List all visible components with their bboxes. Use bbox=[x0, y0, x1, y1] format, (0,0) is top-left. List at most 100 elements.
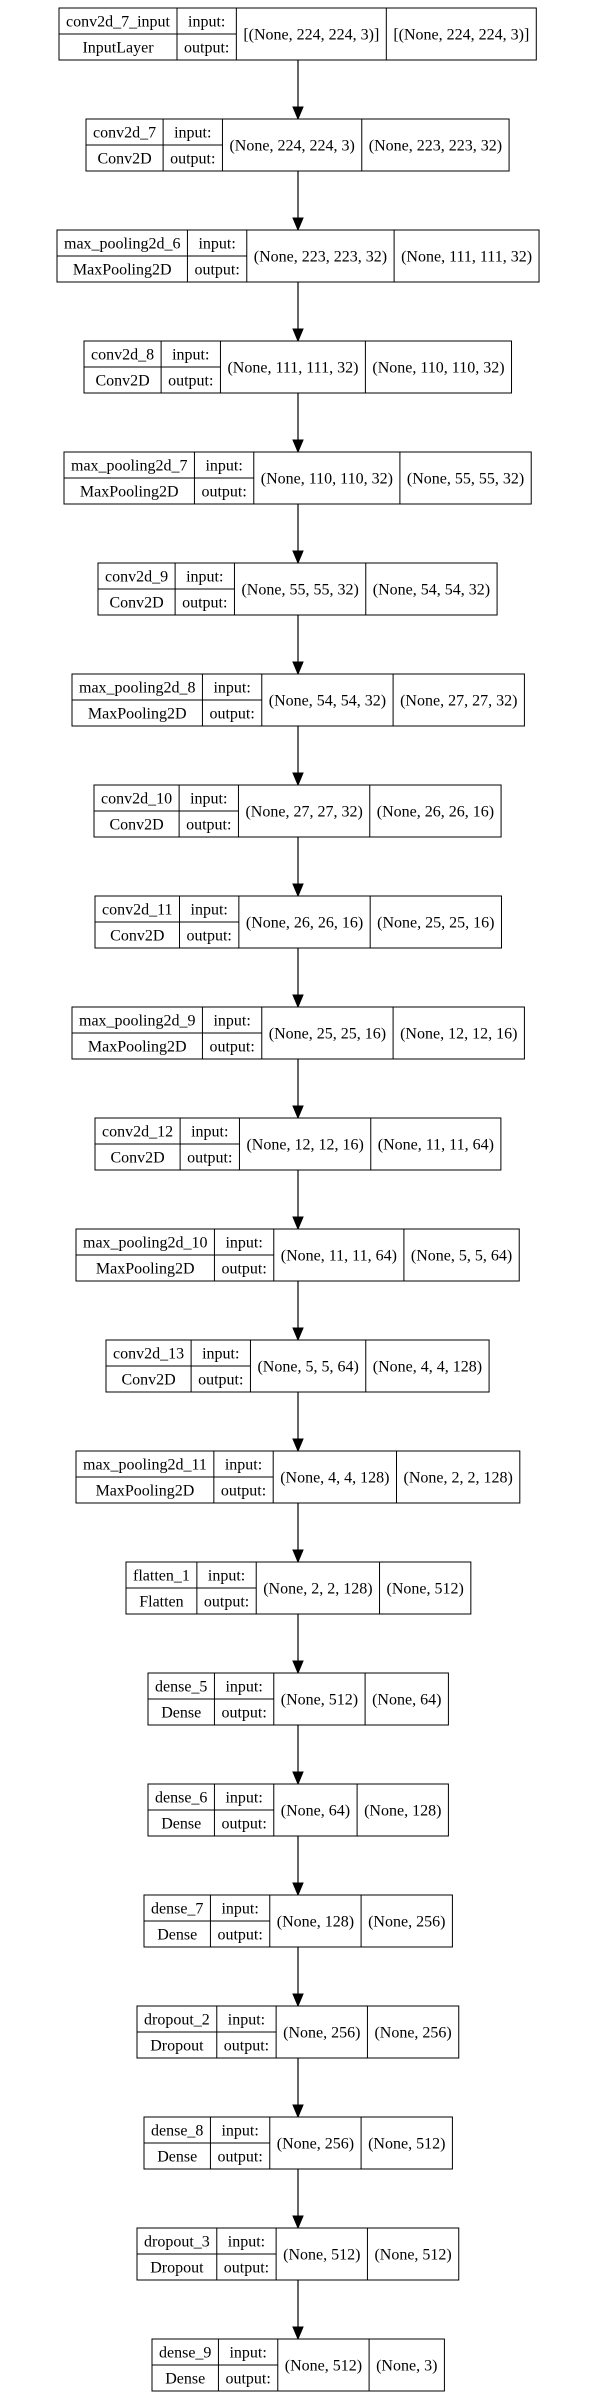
output-shape: (None, 4, 4, 128) bbox=[373, 1359, 482, 1376]
output-port-label: output: bbox=[194, 262, 239, 279]
input-shape: (None, 64) bbox=[281, 1803, 350, 1820]
layer-name: max_pooling2d_10 bbox=[83, 1235, 207, 1252]
connection-arrow bbox=[292, 726, 304, 787]
output-shape: (None, 26, 26, 16) bbox=[377, 804, 494, 821]
layer-name: conv2d_7_input bbox=[66, 14, 171, 31]
output-shape: (None, 25, 25, 16) bbox=[377, 915, 494, 932]
connection-arrow bbox=[292, 615, 304, 676]
arrow-head bbox=[292, 1660, 304, 1675]
layer-node-conv2d_7_input: conv2d_7_inputInputLayerinput:output:[(N… bbox=[58, 7, 537, 61]
output-port-label: output: bbox=[209, 1039, 254, 1056]
layer-node-border bbox=[147, 1672, 449, 1726]
layer-type: Dense bbox=[157, 1927, 197, 1944]
output-shape: (None, 12, 12, 16) bbox=[400, 1026, 517, 1043]
input-shape: (None, 27, 27, 32) bbox=[245, 804, 362, 821]
input-shape: (None, 54, 54, 32) bbox=[269, 693, 386, 710]
output-port-label: output: bbox=[187, 1150, 232, 1167]
arrow-head bbox=[292, 994, 304, 1009]
layer-name: dense_8 bbox=[151, 2123, 203, 2140]
output-shape: (None, 64) bbox=[372, 1692, 441, 1709]
connection-arrow bbox=[292, 2169, 304, 2230]
input-port-label: input: bbox=[225, 1457, 262, 1474]
layer-name: dense_5 bbox=[155, 1679, 207, 1696]
input-port-label: input: bbox=[205, 458, 242, 475]
input-shape: (None, 128) bbox=[277, 1914, 354, 1931]
connection-arrow bbox=[292, 1281, 304, 1342]
output-port-label: output: bbox=[221, 1705, 266, 1722]
arrow-head bbox=[292, 1993, 304, 2008]
input-port-label: input: bbox=[186, 569, 223, 586]
connection-arrow bbox=[292, 282, 304, 343]
arrow-head bbox=[292, 106, 304, 121]
output-shape: (None, 55, 55, 32) bbox=[407, 471, 524, 488]
connection-arrow bbox=[292, 1947, 304, 2008]
connection-arrow bbox=[292, 2280, 304, 2341]
input-port-label: input: bbox=[221, 2123, 258, 2140]
input-port-label: input: bbox=[229, 2345, 266, 2362]
output-shape: (None, 256) bbox=[374, 2025, 451, 2042]
input-shape: (None, 512) bbox=[281, 1692, 358, 1709]
output-port-label: output: bbox=[217, 2149, 262, 2166]
layer-name: dense_6 bbox=[155, 1790, 207, 1807]
input-shape: (None, 223, 223, 32) bbox=[254, 249, 387, 266]
output-shape: [(None, 224, 224, 3)] bbox=[393, 27, 529, 44]
output-shape: (None, 512) bbox=[374, 2247, 451, 2264]
arrow-head bbox=[292, 2104, 304, 2119]
input-shape: (None, 512) bbox=[285, 2358, 362, 2375]
layer-type: Dropout bbox=[150, 2038, 204, 2055]
connection-arrow bbox=[292, 1503, 304, 1564]
connection-arrow bbox=[292, 1392, 304, 1453]
input-shape: (None, 224, 224, 3) bbox=[229, 138, 354, 155]
layer-type: MaxPooling2D bbox=[73, 262, 172, 279]
arrow-head bbox=[292, 661, 304, 676]
output-port-label: output: bbox=[182, 595, 227, 612]
output-shape: (None, 512) bbox=[387, 1581, 464, 1598]
input-shape: (None, 512) bbox=[283, 2247, 360, 2264]
output-port-label: output: bbox=[168, 373, 213, 390]
layer-type: Dense bbox=[157, 2149, 197, 2166]
arrow-head bbox=[292, 1771, 304, 1786]
input-port-label: input: bbox=[221, 1901, 258, 1918]
output-shape: (None, 3) bbox=[376, 2358, 437, 2375]
layer-type: Conv2D bbox=[109, 595, 163, 612]
layer-type: InputLayer bbox=[82, 40, 154, 57]
input-shape: (None, 256) bbox=[283, 2025, 360, 2042]
layer-type: Dense bbox=[161, 1816, 201, 1833]
layer-name: dropout_3 bbox=[144, 2234, 210, 2251]
layer-name: dense_7 bbox=[151, 1901, 203, 1918]
layer-type: Dropout bbox=[150, 2260, 204, 2277]
input-port-label: input: bbox=[202, 1346, 239, 1363]
input-shape: (None, 11, 11, 64) bbox=[281, 1248, 397, 1265]
input-shape: (None, 4, 4, 128) bbox=[280, 1470, 389, 1487]
layer-type: MaxPooling2D bbox=[96, 1483, 195, 1500]
input-port-label: input: bbox=[225, 1790, 262, 1807]
input-port-label: input: bbox=[174, 125, 211, 142]
layer-type: Flatten bbox=[139, 1594, 183, 1611]
arrow-head bbox=[292, 1216, 304, 1231]
output-port-label: output: bbox=[201, 484, 246, 501]
connection-arrow bbox=[292, 1614, 304, 1675]
input-shape: (None, 111, 111, 32) bbox=[227, 360, 358, 377]
input-shape: (None, 12, 12, 16) bbox=[246, 1137, 363, 1154]
layer-name: conv2d_8 bbox=[91, 347, 154, 364]
output-port-label: output: bbox=[217, 1927, 262, 1944]
layer-name: max_pooling2d_11 bbox=[83, 1457, 207, 1474]
input-shape: [(None, 224, 224, 3)] bbox=[243, 27, 379, 44]
layer-type: MaxPooling2D bbox=[88, 1039, 187, 1056]
output-port-label: output: bbox=[224, 2038, 269, 2055]
layer-node-max_pooling2d_6: max_pooling2d_6MaxPooling2Dinput:output:… bbox=[56, 229, 540, 283]
layer-node-border bbox=[136, 2005, 460, 2059]
input-port-label: input: bbox=[208, 1568, 245, 1585]
input-shape: (None, 55, 55, 32) bbox=[241, 582, 358, 599]
